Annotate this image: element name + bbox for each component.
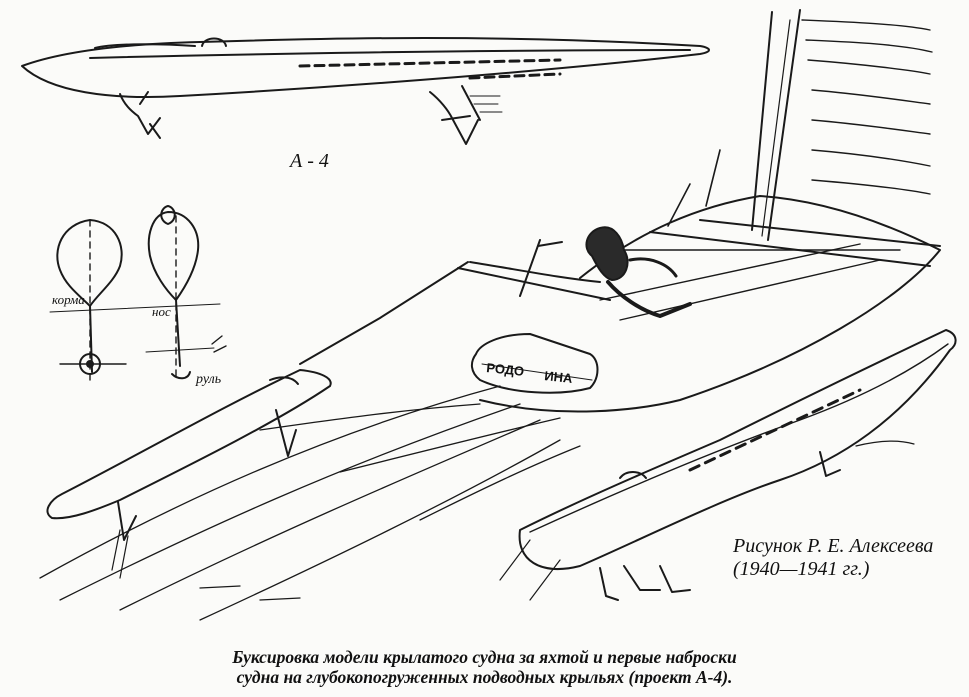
- stern-label: корма: [52, 292, 85, 307]
- bow-label: нос: [152, 304, 171, 319]
- caption-line-1: Буксировка модели крылатого судна за яхт…: [232, 647, 737, 667]
- cross-section-stern: [49, 219, 221, 381]
- pen-sketch-illustration: РОДО ИНА: [21, 9, 957, 621]
- figure-caption: Буксировка модели крылатого судна за яхт…: [0, 647, 969, 687]
- hull-three-quarter-view: [499, 329, 957, 601]
- credit-author: Рисунок Р. Е. Алексеева: [733, 535, 934, 557]
- hull-side-view-a4: [21, 37, 710, 145]
- towed-model: [46, 261, 611, 579]
- yacht-mast-and-sail: [751, 9, 933, 241]
- boat-name-right: ИНА: [544, 368, 574, 386]
- boat-name-left: РОДО: [486, 360, 525, 379]
- caption-line-2: судна на глубокопогруженных подводных кр…: [236, 667, 733, 687]
- illustration-credit: Рисунок Р. Е. Алексеева (1940—1941 гг.): [733, 535, 933, 581]
- credit-years: (1940—1941 гг.): [733, 558, 870, 580]
- project-mark-label: А - 4: [290, 150, 329, 172]
- rudder-label: руль: [196, 372, 222, 387]
- yacht-with-rider: [470, 149, 941, 413]
- water-wake-lines: [39, 385, 581, 621]
- cross-section-bow: [145, 205, 227, 381]
